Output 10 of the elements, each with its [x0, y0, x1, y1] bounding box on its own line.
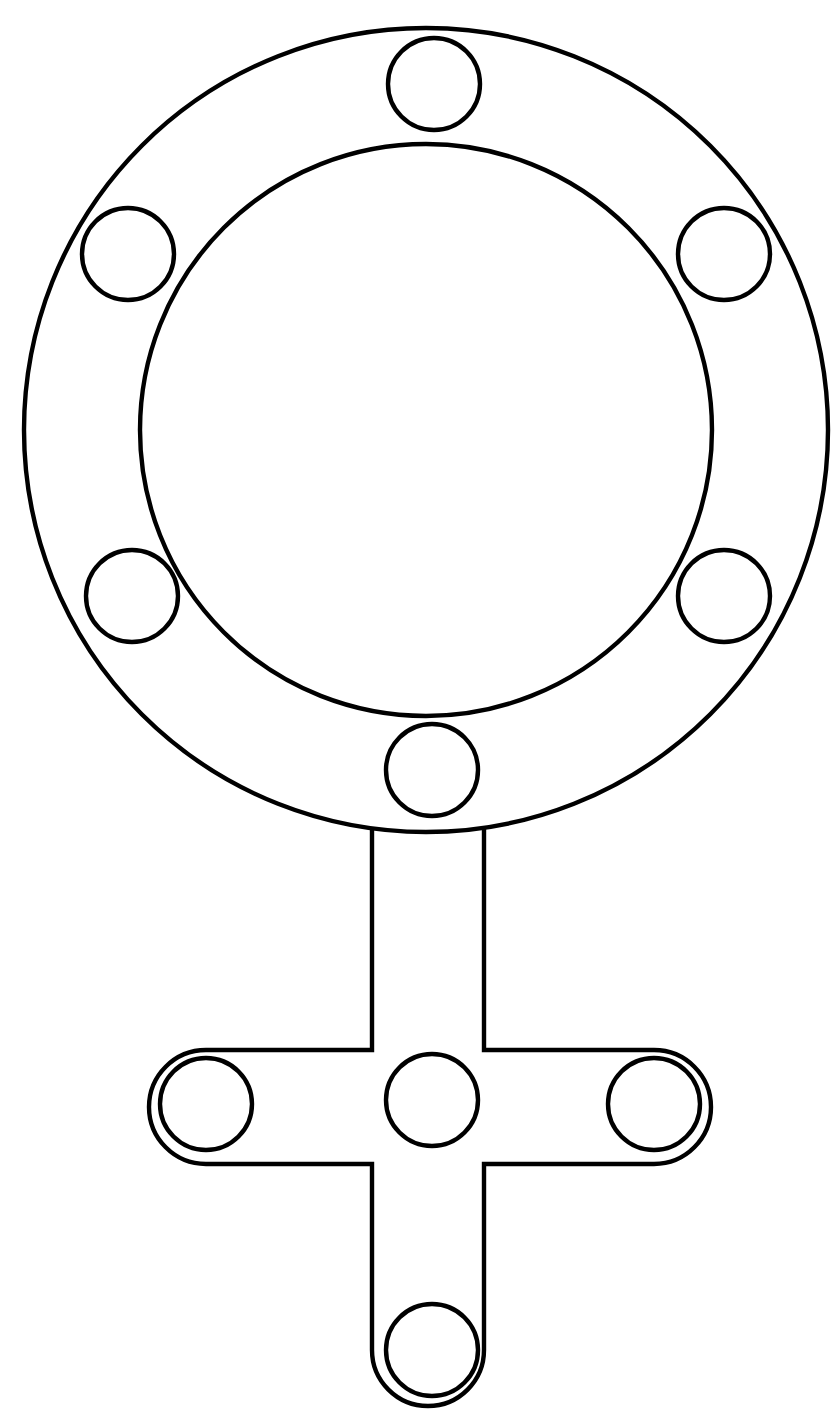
- small-circle: [384, 1302, 480, 1398]
- small-circle: [676, 548, 772, 644]
- small-circle: [384, 1052, 480, 1148]
- small-circle: [606, 1056, 702, 1152]
- small-circle: [84, 548, 180, 644]
- small-circle: [386, 36, 482, 132]
- small-circle: [80, 206, 176, 302]
- small-circle: [384, 722, 480, 818]
- small-circle: [676, 206, 772, 302]
- small-circle: [158, 1056, 254, 1152]
